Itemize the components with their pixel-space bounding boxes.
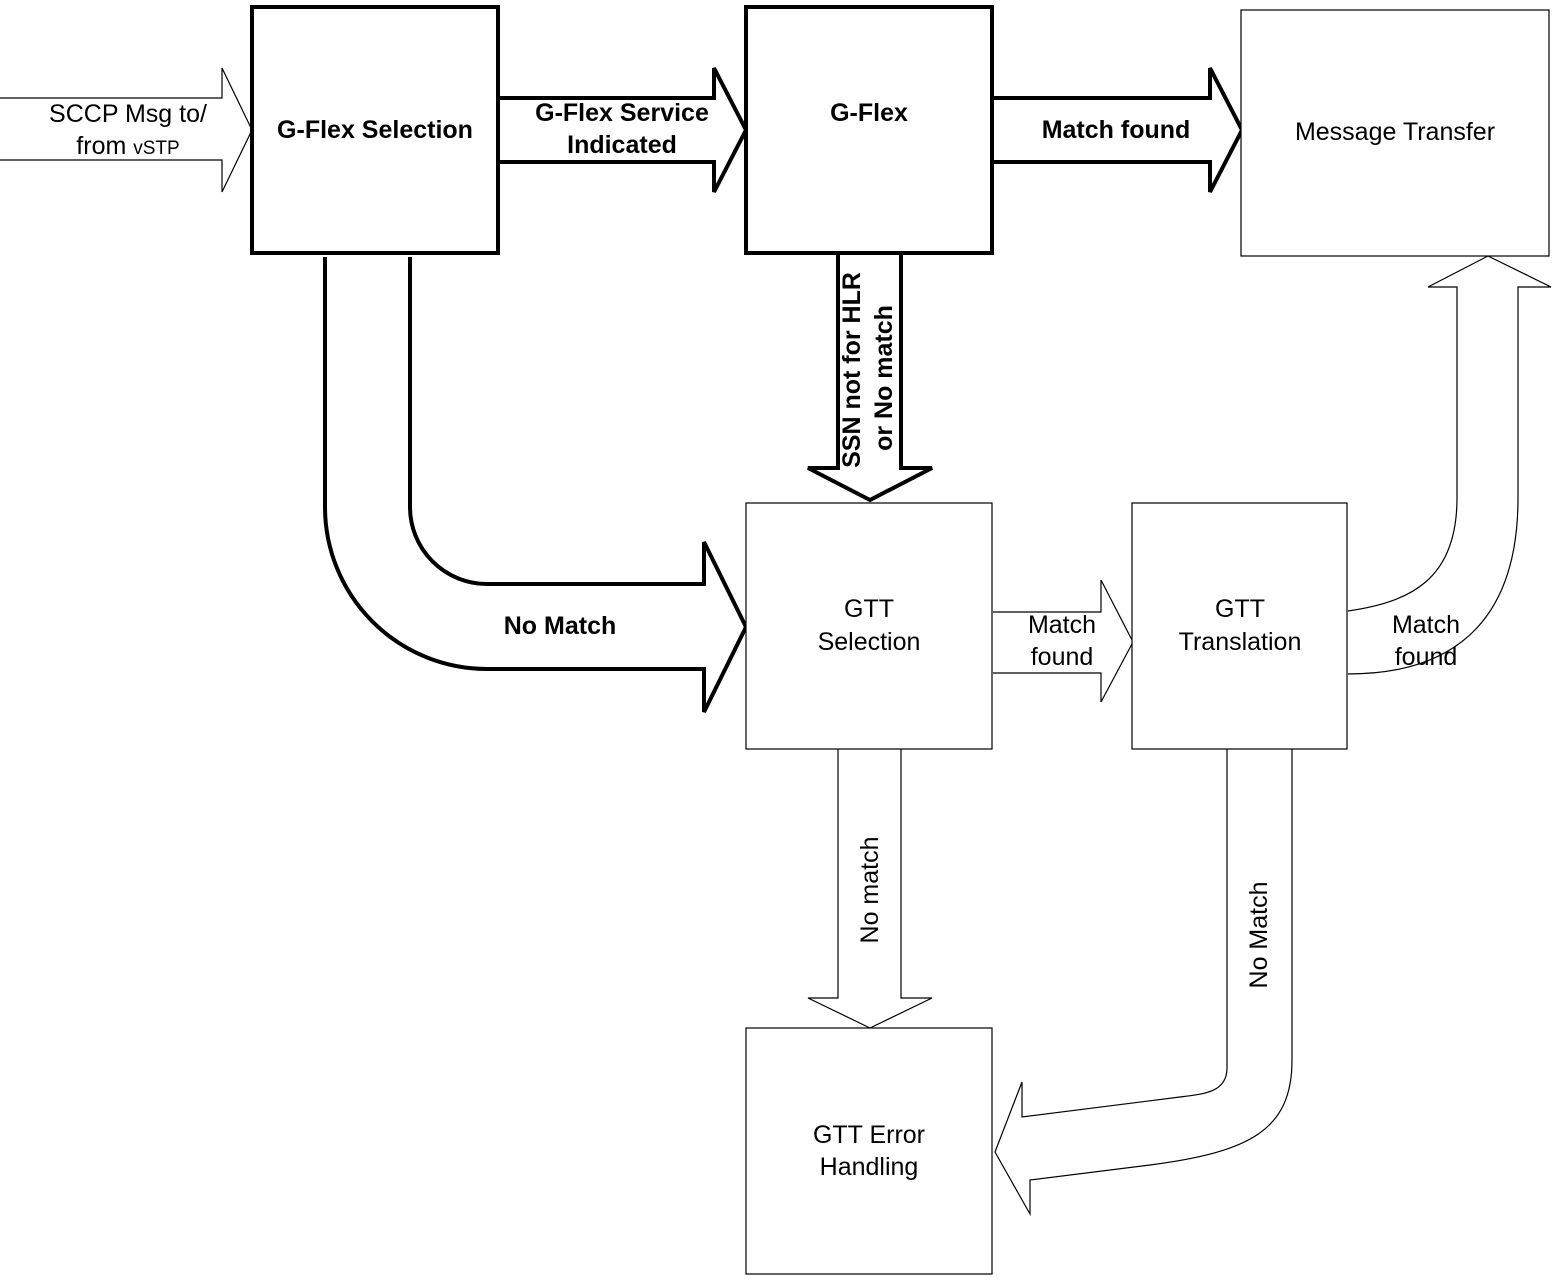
gflex-selection-label: G-Flex Selection xyxy=(277,116,473,144)
gtt-selection-label-line1: GTT xyxy=(844,595,894,623)
match-found-right-arrow: Match found xyxy=(1347,255,1552,675)
gtt-translation-label-line1: GTT xyxy=(1215,595,1265,623)
gtt-translation-label-line2: Translation xyxy=(1179,628,1302,656)
gflex-label: G-Flex xyxy=(830,99,908,127)
match-found-top-label: Match found xyxy=(1042,116,1191,144)
input-arrow-label-line2: from vSTP xyxy=(76,132,179,160)
gtt-translation-box: GTT Translation xyxy=(1131,502,1348,750)
match-found-top-arrow: Match found xyxy=(993,67,1245,193)
gflex-service-arrow: G-Flex Service Indicated xyxy=(500,67,749,193)
match-found-mid-arrow: Match found xyxy=(993,579,1134,703)
no-match-down-label: No match xyxy=(856,837,884,944)
no-match-down-arrow: No match xyxy=(807,749,933,1029)
gtt-error-handling-label-line2: Handling xyxy=(820,1153,919,1181)
gtt-selection-box: GTT Selection xyxy=(745,502,993,750)
ssn-label-line1: SSN not for HLR xyxy=(838,272,866,468)
input-arrow-vstp: vSTP xyxy=(133,138,179,159)
gtt-selection-label-line2: Selection xyxy=(818,628,921,656)
match-found-mid-label-line1: Match xyxy=(1028,611,1096,639)
gflex-service-label-line2: Indicated xyxy=(567,131,677,159)
match-found-right-label-line2: found xyxy=(1395,643,1458,671)
gtt-error-handling-box: GTT Error Handling xyxy=(745,1027,993,1275)
match-found-right-label-line1: Match xyxy=(1392,611,1460,639)
message-transfer-label: Message Transfer xyxy=(1295,118,1495,146)
message-transfer-box: Message Transfer xyxy=(1240,9,1550,257)
input-arrow-label-line1: SCCP Msg to/ xyxy=(49,100,207,128)
no-match-curve-right-label: No Match xyxy=(1245,882,1273,989)
input-arrow: SCCP Msg to/ from vSTP xyxy=(0,67,253,193)
match-found-mid-label-line2: found xyxy=(1031,643,1094,671)
gflex-selection-box: G-Flex Selection xyxy=(250,5,500,255)
no-match-curve-label: No Match xyxy=(504,612,617,640)
input-arrow-from: from xyxy=(76,132,133,160)
ssn-not-for-hlr-arrow: SSN not for HLR or No match xyxy=(807,252,933,503)
gflex-box: G-Flex xyxy=(744,5,994,255)
no-match-curve-right-arrow: No Match xyxy=(994,749,1293,1217)
ssn-label-line2: or No match xyxy=(870,305,898,451)
gtt-error-handling-label-line1: GTT Error xyxy=(813,1121,925,1149)
no-match-curve-arrow: No Match xyxy=(323,257,749,713)
gflex-service-label-line1: G-Flex Service xyxy=(535,99,709,127)
